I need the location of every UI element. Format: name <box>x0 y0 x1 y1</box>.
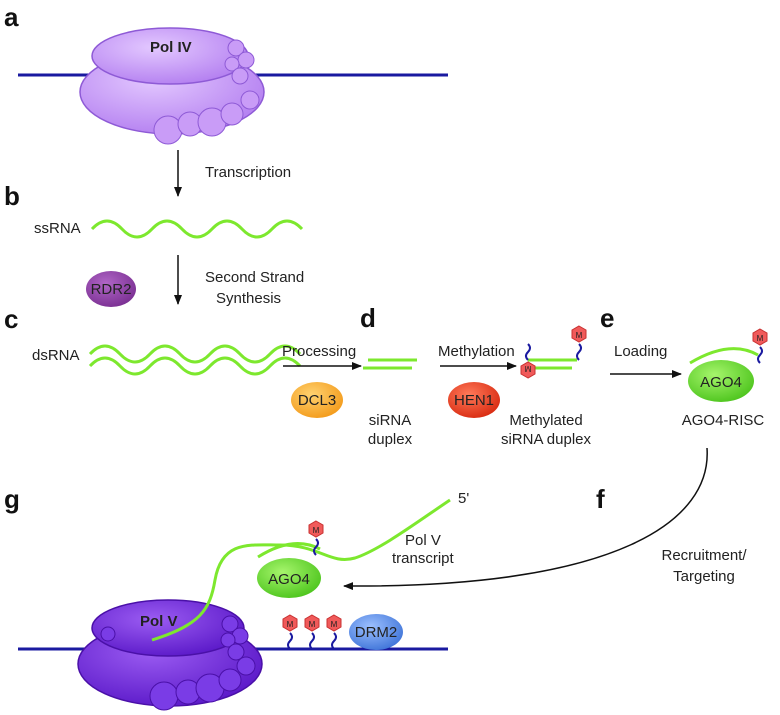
panel-label-e: e <box>600 303 614 333</box>
hen1-protein: HEN1 <box>448 382 500 418</box>
drm2-protein: DRM2 <box>349 614 403 650</box>
recruitment-arrow <box>343 447 708 591</box>
dsrna-label: dsRNA <box>32 347 80 364</box>
ago4-bound-complex: AGO4 <box>257 520 324 598</box>
recruitment-label-2: Targeting <box>673 568 735 585</box>
dsrna-strand-top <box>88 344 302 364</box>
methylated-label-1: Methylated <box>509 412 582 429</box>
second-strand-label-1: Second Strand <box>205 269 304 286</box>
ago4-risc-label: AGO4-RISC <box>682 412 765 429</box>
sirna-duplex-label-1: siRNA <box>369 412 412 429</box>
pol-iv-complex: Pol IV <box>79 27 265 145</box>
dcl3-label: DCL3 <box>298 392 336 409</box>
transcription-label: Transcription <box>205 164 291 181</box>
methylation-label: Methylation <box>438 343 515 360</box>
ssrna-label: ssRNA <box>34 220 81 237</box>
dna-methyl-mark-1 <box>282 614 298 650</box>
second-strand-label-2: Synthesis <box>216 290 281 307</box>
panel-label-g: g <box>4 484 20 514</box>
pol-iv-label: Pol IV <box>150 39 192 56</box>
ago4-risc-complex: AGO4 <box>688 328 768 402</box>
panel-label-d: d <box>360 303 376 333</box>
dsrna-strand-bottom <box>88 356 302 376</box>
loading-label: Loading <box>614 343 667 360</box>
five-prime-label: 5' <box>458 490 469 507</box>
recruitment-label-1: Recruitment/ <box>661 547 747 564</box>
dna-methyl-mark-3 <box>326 614 342 650</box>
ssrna-strand <box>90 219 304 239</box>
dna-methyl-mark-2 <box>304 614 320 650</box>
rdr2-label: RDR2 <box>91 281 132 298</box>
pol-v-label: Pol V <box>140 613 178 630</box>
sirna-duplex-label-2: duplex <box>368 431 413 448</box>
methyl-mark-1 <box>571 325 587 361</box>
pol-v-complex: Pol V <box>77 599 263 711</box>
methylated-label-2: siRNA duplex <box>501 431 592 448</box>
panel-label-c: c <box>4 304 18 334</box>
rdr2-protein: RDR2 <box>86 271 136 307</box>
ago4-label-g: AGO4 <box>268 571 310 588</box>
drm2-label: DRM2 <box>355 624 398 641</box>
panel-label-a: a <box>4 2 19 32</box>
pol-v-transcript-label-1: Pol V <box>405 532 441 549</box>
processing-label: Processing <box>282 343 356 360</box>
hen1-label: HEN1 <box>454 392 494 409</box>
ago4-label-e: AGO4 <box>700 374 742 391</box>
dcl3-protein: DCL3 <box>291 382 343 418</box>
panel-label-f: f <box>596 484 605 514</box>
panel-label-b: b <box>4 181 20 211</box>
pol-v-transcript-label-2: transcript <box>392 550 455 567</box>
